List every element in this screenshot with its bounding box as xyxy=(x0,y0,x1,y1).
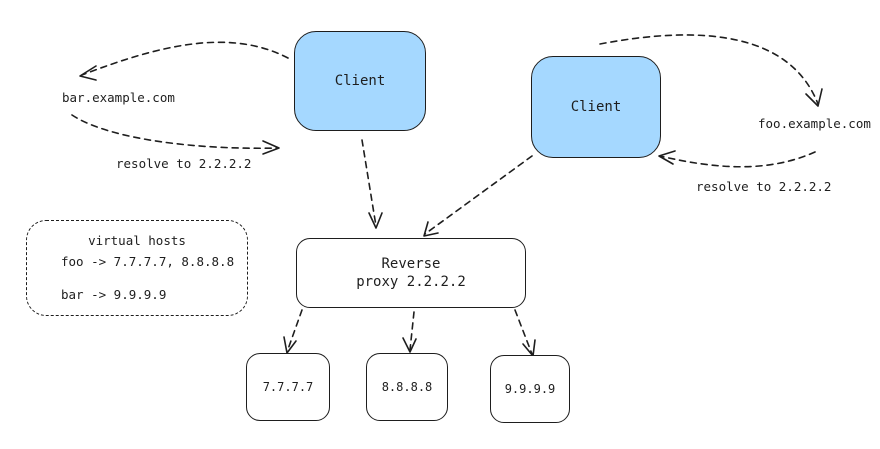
virtual-hosts-box: virtual hosts foo -> 7.7.7.7, 8.8.8.8 ba… xyxy=(26,220,248,316)
arrow-client-to-foo-host xyxy=(599,34,823,107)
virtual-hosts-title: virtual hosts xyxy=(88,233,186,248)
arrow-bar-resolve xyxy=(71,114,280,155)
arrow-proxy-to-backend-1 xyxy=(283,309,303,354)
backend-box-2: 8.8.8.8 xyxy=(366,353,448,421)
backend-label: 7.7.7.7 xyxy=(262,380,314,394)
client-label: Client xyxy=(334,73,386,89)
arrow-proxy-to-backend-3 xyxy=(514,309,536,357)
arrow-client-left-to-proxy xyxy=(361,139,383,229)
client-box-right: Client xyxy=(531,56,661,158)
backend-label: 9.9.9.9 xyxy=(504,382,556,396)
host-bar: bar.example.com xyxy=(62,90,175,105)
virtual-host-row-foo: foo -> 7.7.7.7, 8.8.8.8 xyxy=(61,254,235,269)
client-box-left: Client xyxy=(294,31,426,131)
backend-label: 8.8.8.8 xyxy=(381,380,433,394)
host-foo: foo.example.com xyxy=(758,116,871,131)
virtual-host-row-bar: bar -> 9.9.9.9 xyxy=(61,287,167,302)
arrow-client-right-to-proxy xyxy=(423,155,533,237)
arrow-foo-resolve xyxy=(658,150,816,168)
client-label: Client xyxy=(570,99,622,115)
proxy-label-line2: proxy 2.2.2.2 xyxy=(356,274,466,290)
resolve-label-bar: resolve to 2.2.2.2 xyxy=(116,156,252,171)
resolve-label-foo: resolve to 2.2.2.2 xyxy=(696,179,832,194)
reverse-proxy-box: Reverse proxy 2.2.2.2 xyxy=(296,238,526,308)
backend-box-3: 9.9.9.9 xyxy=(490,355,570,423)
proxy-label-line1: Reverse xyxy=(381,256,441,272)
backend-box-1: 7.7.7.7 xyxy=(246,353,330,421)
arrow-client-to-bar-host xyxy=(79,41,289,81)
arrow-proxy-to-backend-2 xyxy=(402,311,417,353)
